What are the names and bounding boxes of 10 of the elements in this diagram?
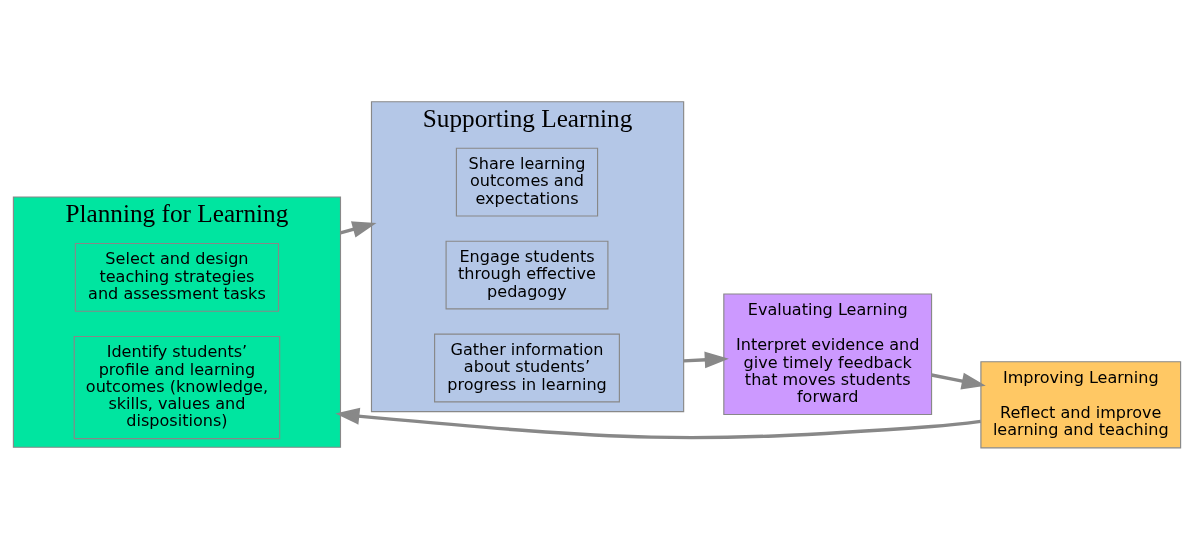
node-box: Share learning outcomes and expectations [455, 147, 599, 217]
node-box: Select and design teaching strategies and assessment tasks [74, 242, 280, 312]
arrow [931, 372, 986, 389]
node-box: Identify students’ profile and learning outcomes (knowledge, skills, values and dispositions) [73, 335, 281, 439]
node-box: Gather information about students’ progress in learning [434, 333, 620, 402]
node-box: Improving Learning Reflect and improve learning and teaching [980, 360, 1182, 448]
arrow [683, 350, 729, 368]
node-box: Evaluating Learning Interpret evidence and give timely feedback that moves students forward [723, 292, 933, 415]
node-box: Engage students through effective pedagogy [445, 240, 609, 309]
arrow [335, 407, 981, 439]
